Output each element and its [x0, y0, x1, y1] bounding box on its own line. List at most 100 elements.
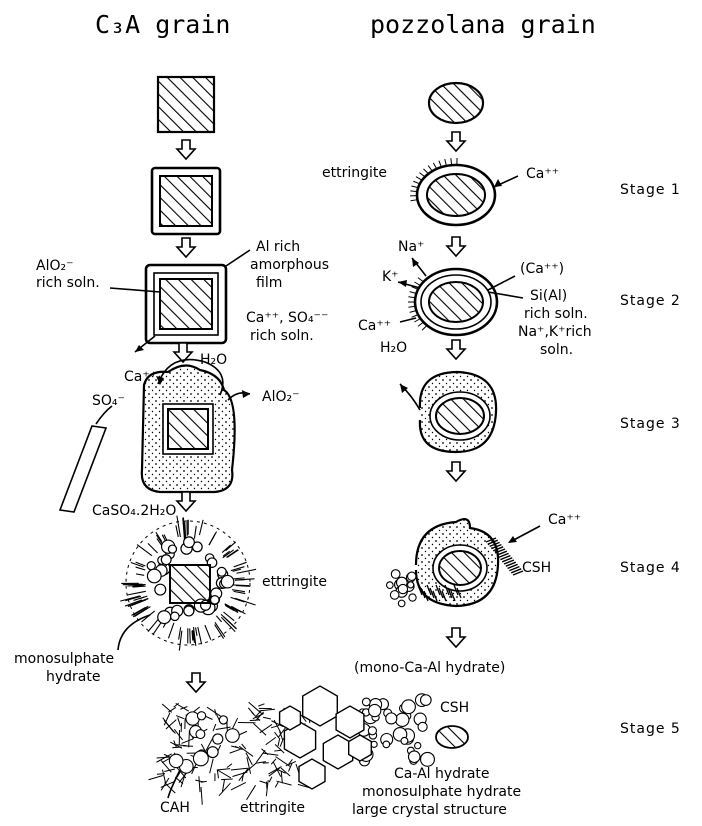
monosulphate-particle: [158, 611, 171, 624]
hydrate-particle: [408, 572, 416, 580]
pozz-arrow-4: [447, 462, 465, 481]
hydrate-particle: [421, 752, 435, 766]
c3a-arrow-5: [187, 673, 205, 692]
label-h2o-pozz: H₂O: [380, 340, 407, 356]
cah-particle: [226, 729, 240, 743]
ettringite-needle: [416, 177, 422, 180]
hydrate-particle: [408, 582, 414, 588]
ettringite-needle: [217, 769, 230, 770]
ettringite-needle: [276, 781, 291, 785]
label-ettringite-pozz: ettringite: [322, 165, 387, 181]
ettringite-needle: [258, 704, 264, 706]
hydrate-particle: [418, 722, 427, 731]
hydrate-particle: [383, 741, 390, 748]
label-mono-ca-al: (mono-Ca-Al hydrate): [354, 660, 505, 676]
ettringite-needle: [418, 278, 424, 282]
pozzolana-grain-initial: [429, 83, 483, 123]
monosulphate-particle: [211, 596, 219, 604]
label-ca-stage1: Ca⁺⁺: [526, 166, 559, 182]
label-ca-stage4: Ca⁺⁺: [548, 512, 581, 528]
label-alo2-out: AlO₂⁻: [262, 389, 300, 405]
stage-5-label: Stage 5: [620, 721, 681, 737]
hexagonal-crystal: [336, 706, 364, 738]
ettringite-needle: [207, 707, 221, 716]
hydrate-particle: [368, 727, 376, 735]
label-ca-left: Ca⁺⁺: [358, 318, 391, 334]
ettringite-needle: [209, 534, 215, 545]
ettringite-needle: [218, 770, 231, 778]
ettringite-needle: [281, 771, 282, 783]
cah-particle: [169, 754, 182, 767]
label-al-rich: Al rich: [256, 239, 300, 255]
hydrate-particle: [391, 570, 400, 579]
hexagonal-crystal: [299, 759, 325, 789]
hydrate-particle: [369, 704, 381, 716]
hydrate-particle: [402, 700, 416, 714]
ettringite-needle: [269, 777, 272, 782]
monosulphate-particle: [147, 562, 155, 570]
ettringite-needle: [201, 787, 202, 805]
label-cah: CAH: [160, 800, 190, 816]
c3a-grain-stage4: [118, 516, 256, 651]
cah-particle: [219, 716, 227, 724]
c3a-grain-stage3: [142, 360, 250, 492]
ettringite-needle: [414, 319, 420, 323]
ettringite-needle: [230, 749, 241, 753]
ettringite-needle: [248, 708, 253, 714]
monosulphate-particle: [155, 584, 166, 595]
hydrate-particle: [390, 591, 399, 600]
pozzolana-grain-stage1: [410, 158, 518, 225]
ettringite-needle: [419, 173, 425, 177]
hydrate-particle: [396, 713, 409, 726]
stage-2-label: Stage 2: [620, 293, 681, 309]
ettringite-needle: [179, 627, 181, 639]
label-na-k-rich: Na⁺,K⁺rich: [518, 324, 592, 340]
stage-1-label: Stage 1: [620, 182, 681, 198]
label-ca-so4: Ca⁺⁺, SO₄⁻⁻: [246, 310, 328, 326]
ettringite-needle: [168, 623, 173, 638]
label-ca-so4-rich-soln: rich soln.: [250, 328, 314, 344]
ettringite-needle: [263, 717, 271, 719]
ettringite-needle: [128, 599, 148, 607]
label-hydrate: hydrate: [46, 669, 100, 685]
label-gypsum: CaSO₄.2H₂O: [92, 503, 176, 519]
hydrate-particle: [409, 594, 416, 601]
ettringite-needle: [136, 567, 146, 570]
hexagonal-crystal: [303, 686, 338, 726]
label-na: Na⁺: [398, 239, 424, 255]
ettringite-needle: [423, 169, 428, 174]
label-ca-plus: Ca⁺⁺: [124, 369, 157, 385]
pozzolana-grain-stage3: [400, 372, 496, 452]
ettringite-needle: [412, 315, 418, 318]
monosulphate-particle: [221, 575, 234, 588]
cah-particle: [193, 751, 208, 766]
ettringite-needle: [231, 782, 246, 790]
label-alo2: AlO₂⁻: [36, 258, 74, 274]
ettringite-needle: [413, 181, 419, 184]
ettringite-needle: [231, 768, 248, 770]
label-amorphous: amorphous: [250, 257, 329, 273]
label-ca-bracket: (Ca⁺⁺): [520, 261, 564, 277]
cah-particle: [197, 712, 205, 720]
ettringite-needle: [235, 580, 245, 581]
monosulphate-particle: [171, 612, 179, 620]
ettringite-needle: [182, 739, 194, 744]
pozz-arrow-1: [447, 132, 465, 151]
ettringite-needle: [178, 717, 181, 726]
stage-4-label: Stage 4: [620, 560, 681, 576]
stage-3-label: Stage 3: [620, 416, 681, 432]
ettringite-needle: [256, 750, 265, 762]
ettringite-needle: [274, 750, 281, 751]
pozzolana-grain-stage4: [387, 519, 540, 607]
ettringite-needle: [198, 627, 202, 644]
label-csh-stage4: CSH: [522, 560, 551, 576]
cah-particle: [207, 747, 218, 758]
hydrate-particle: [362, 698, 370, 706]
label-film: film: [256, 275, 282, 291]
label-ca-al-hydrate: Ca-Al hydrate: [394, 766, 490, 782]
ettringite-needle: [245, 763, 256, 773]
c3a-arrow-4: [177, 492, 195, 511]
title-pozzolana-grain: pozzolana grain: [370, 10, 596, 39]
